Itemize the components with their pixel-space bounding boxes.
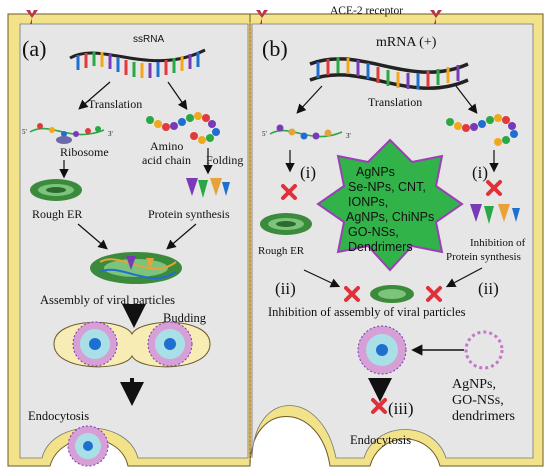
- endocytosis-label-a: Endocytosis: [28, 409, 89, 423]
- translation-label-b: Translation: [368, 95, 422, 109]
- amino-chain-label-1: Amino: [150, 139, 183, 153]
- nanoparticle-ring-icon: [464, 330, 504, 370]
- star-line-3: IONPs,: [348, 195, 388, 209]
- budding-vesicle: [53, 321, 211, 368]
- star-line-4: AgNPs, ChiNPs: [346, 210, 434, 224]
- endocytosed-virion-icon: [67, 425, 109, 467]
- protein-synthesis-label: Protein synthesis: [148, 207, 230, 221]
- virion-icon: [72, 321, 118, 367]
- np-side-line-1: AgNPs,: [452, 377, 496, 392]
- viral-protein-icons-b: [470, 204, 520, 224]
- folding-label: Folding: [206, 153, 243, 167]
- amino-acid-chain-b: [446, 114, 518, 146]
- np-side-line-3: dendrimers: [452, 409, 515, 424]
- budding-label: Budding: [163, 311, 207, 325]
- assembly-er-icon-b: [370, 285, 414, 303]
- assembly-er-icon: [90, 252, 182, 284]
- inhibit-x-icon: [486, 180, 502, 196]
- translation-label-a: Translation: [88, 97, 142, 111]
- svg-text:3': 3': [346, 132, 351, 140]
- inhibition-assembly-label: Inhibition of assembly of viral particle…: [268, 305, 466, 319]
- inhibit-x-icon: [371, 398, 387, 414]
- mrna-ribosome-strand-a: 5' 3': [22, 123, 113, 144]
- np-side-line-2: GO-NSs,: [452, 393, 504, 408]
- virion-icon: [147, 321, 193, 367]
- mrna-strand: [309, 57, 469, 90]
- svg-text:5': 5': [262, 130, 267, 138]
- assembly-label: Assembly of viral particles: [40, 293, 175, 307]
- svg-text:5': 5': [22, 128, 27, 136]
- star-line-6: Dendrimers: [348, 240, 413, 254]
- step-ii-right: (ii): [478, 279, 499, 298]
- panel-a-tag: (a): [22, 36, 46, 61]
- amino-acid-chain: [146, 112, 220, 144]
- inhibit-x-icon: [281, 184, 297, 200]
- star-line-5: GO-NSs,: [348, 225, 399, 239]
- star-line-1: AgNPs: [356, 165, 395, 179]
- amino-chain-label-2: acid chain: [142, 153, 191, 167]
- mrna-label: mRNA (+): [376, 35, 437, 50]
- star-line-2: Se-NPs, CNT,: [348, 180, 426, 194]
- panel-b-tag: (b): [262, 36, 288, 61]
- mrna-ribosome-strand-b: 5' 3': [262, 124, 351, 140]
- step-iii: (iii): [388, 399, 414, 418]
- ssrna-label: ssRNA: [133, 34, 164, 45]
- inhibition-protein-label-1: Inhibition of: [470, 237, 526, 249]
- ssrna-strand: [69, 48, 206, 78]
- receptor-label: ACE-2 receptor: [330, 5, 403, 17]
- rough-er-icon: [30, 179, 82, 201]
- nanoparticle-star: AgNPs Se-NPs, CNT, IONPs, AgNPs, ChiNPs …: [316, 138, 464, 272]
- step-i-right: (i): [472, 163, 488, 182]
- step-i-left: (i): [300, 163, 316, 182]
- ace2-receptor-icon: [26, 10, 442, 24]
- rough-er-icon-b: [260, 213, 312, 235]
- rough-er-label-b: Rough ER: [258, 245, 305, 257]
- viral-protein-icons: [186, 178, 230, 198]
- endocytosis-label-b: Endocytosis: [350, 433, 411, 447]
- inhibition-protein-label-2: Protein synthesis: [446, 251, 521, 263]
- rough-er-label-a: Rough ER: [32, 207, 82, 221]
- ribosome-label: Ribosome: [60, 145, 109, 159]
- step-ii-left: (ii): [275, 279, 296, 298]
- virion-with-nps-icon: [357, 325, 407, 375]
- svg-text:3': 3': [108, 130, 113, 138]
- inhibit-plus-icon: [344, 286, 442, 302]
